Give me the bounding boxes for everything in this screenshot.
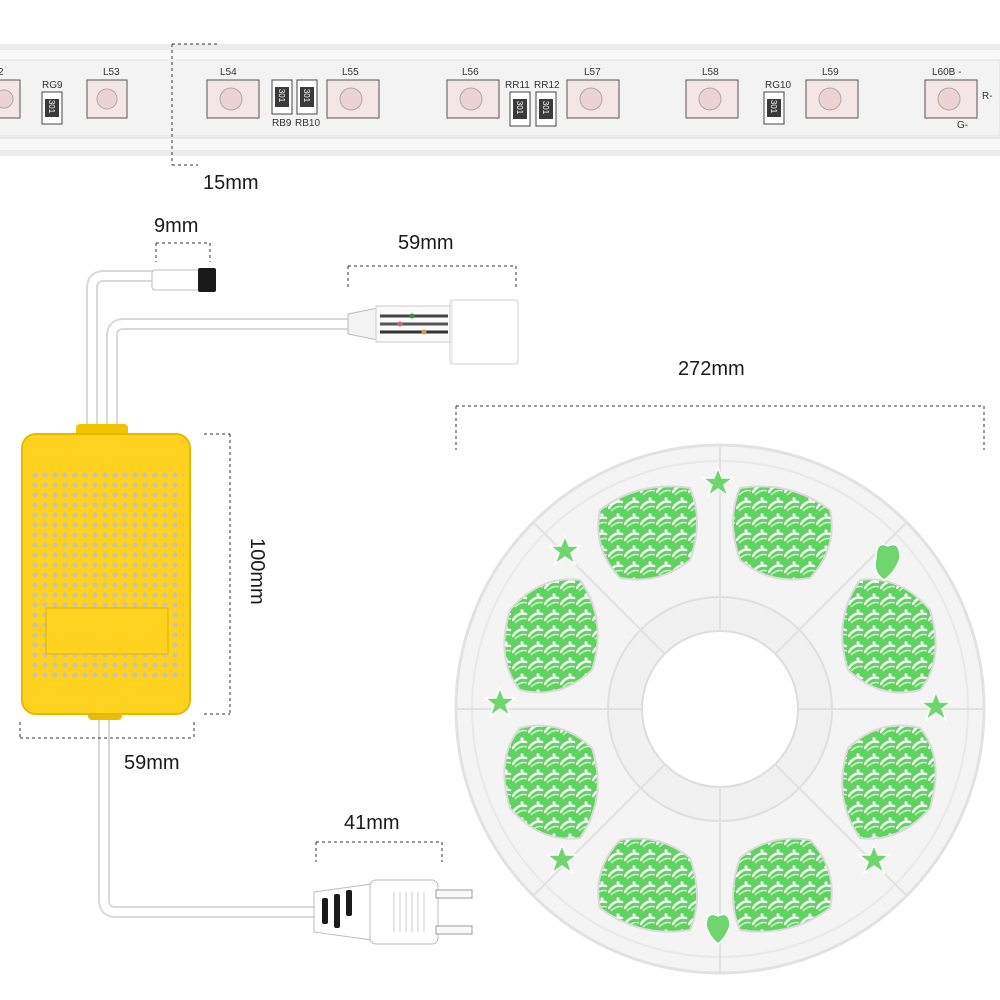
star-icon [544,842,580,875]
reel-window-8 [503,578,599,694]
box-width-dimension [19,722,195,739]
strip-label-g-minus: G- [957,120,969,131]
reel-window-3 [841,578,937,694]
reel-window-5 [732,837,833,933]
resistor-rr12 [535,91,557,127]
resistor-code-rg9: 301 [47,99,57,114]
reel-diameter-label: 272mm [678,358,745,380]
strip-label-l55: L55 [342,67,359,78]
reel-window-7 [503,724,599,840]
strip-label-rb10: RB10 [295,118,321,129]
plug-length-label: 41mm [344,812,400,834]
dc-plug [151,268,216,292]
star-icon [918,689,954,722]
resistor-code-rr11: 301 [515,100,525,115]
box-height-label: 100mm [246,538,268,605]
strip-label-rr12: RR12 [534,80,560,91]
reel-led-windows [503,485,937,933]
star-icon [856,842,892,875]
led-chip-partial [0,79,21,119]
reel-window-1 [597,485,698,581]
resistor-code-rb10: 301 [302,88,312,103]
led-chip-l59 [805,79,859,119]
strip-label-l54: L54 [220,67,237,78]
strip-label-partial: 2 [0,67,4,78]
box-width-label: 59mm [124,752,180,774]
led-chip-l56 [446,79,500,119]
strip-label-l59: L59 [822,67,839,78]
heart-icon [705,913,731,945]
star-icon [547,533,583,566]
led-chip-l60b [924,79,978,119]
connector-dimension [347,265,517,288]
strip-label-l57: L57 [584,67,601,78]
resistor-rg10 [763,91,785,125]
resistor-code-rg10: 301 [769,99,779,114]
resistor-rr11 [509,91,531,127]
strip-label-l58: L58 [702,67,719,78]
led-chip-l54 [206,79,260,119]
resistor-code-rr12: 301 [541,100,551,115]
connector-length-label: 59mm [398,232,454,254]
strip-led-chips [0,79,978,119]
strip-width-label: 15mm [203,172,259,194]
plug-dimension [315,841,443,862]
controller-box [21,424,191,720]
strip-connector [347,299,519,365]
strip-width-dimension [171,43,218,166]
cables [86,270,358,918]
strip-label-l56: L56 [462,67,479,78]
dc-plug-dimension [155,242,211,262]
strip-resistors [41,79,785,127]
strip-label-rr11: RR11 [505,80,530,91]
strip-label-rb9: RB9 [272,118,292,129]
led-chip-l57 [566,79,620,119]
plug-tip-label: 9mm [154,215,199,237]
led-reel [454,443,986,975]
strip-label-l53: L53 [103,67,120,78]
strip-label-r-minus: R- [982,91,993,102]
resistor-rb10 [296,79,318,115]
star-icon [700,465,736,498]
star-icon [482,685,518,718]
reel-window-4 [841,724,937,840]
strip-label-rg10: RG10 [765,80,792,91]
resistor-rg9 [41,91,63,125]
led-chip-l55 [326,79,380,119]
led-chip-l58 [685,79,739,119]
strip-label-l60b: L60B - [932,67,962,78]
led-chip-l53 [86,79,128,119]
strip-label-rg9: RG9 [42,80,63,91]
box-height-dimension [204,433,231,715]
resistor-rb9 [271,79,293,115]
resistor-code-rb9: 301 [277,88,287,103]
wall-plug [313,879,473,945]
heart-icon [874,543,901,581]
reel-window-6 [597,837,698,933]
reel-diameter-dimension [455,405,985,450]
reel-window-2 [732,485,833,581]
reel-decorations [482,465,954,945]
